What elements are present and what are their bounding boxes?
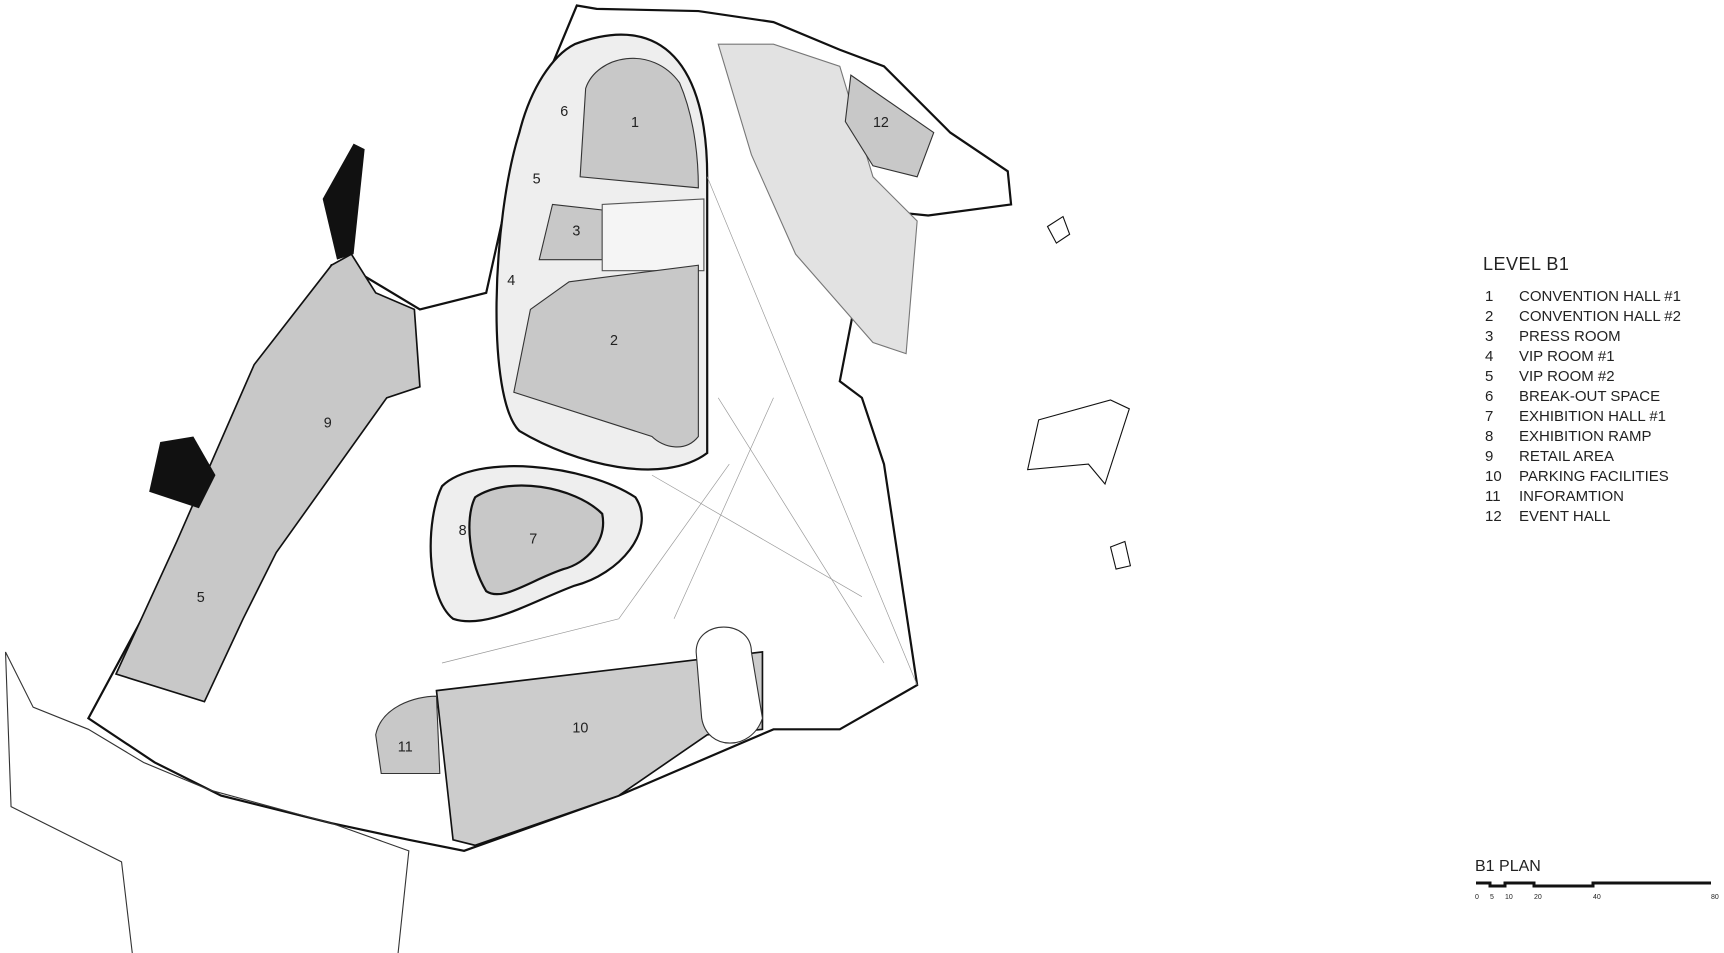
room-exhibition-hall-1 bbox=[468, 484, 605, 596]
legend-item: 1 CONVENTION HALL #1 bbox=[1483, 287, 1681, 307]
label-room-6: 6 bbox=[560, 104, 568, 120]
legend-item-number: 8 bbox=[1485, 428, 1494, 445]
legend-item-number: 9 bbox=[1485, 448, 1494, 465]
scale-title: B1 PLAN bbox=[1475, 858, 1541, 875]
legend-item-label: PRESS ROOM bbox=[1519, 328, 1621, 345]
legend-item: 6 BREAK-OUT SPACE bbox=[1483, 387, 1681, 407]
legend-item: 3 PRESS ROOM bbox=[1483, 327, 1681, 347]
legend-item-label: EXHIBITION HALL #1 bbox=[1519, 408, 1666, 425]
room-information bbox=[375, 695, 441, 775]
label-room-7: 7 bbox=[529, 532, 537, 548]
legend-item-label: EXHIBITION RAMP bbox=[1519, 428, 1652, 445]
parking-ramp-loop bbox=[695, 626, 764, 744]
label-room-2: 2 bbox=[610, 333, 618, 349]
label-room-8: 8 bbox=[459, 523, 467, 539]
scale-tick-label: 80 bbox=[1711, 894, 1719, 901]
scale-tick-label: 40 bbox=[1593, 894, 1601, 901]
legend-item-label: RETAIL AREA bbox=[1519, 448, 1615, 465]
legend-item: 5 VIP ROOM #2 bbox=[1483, 367, 1681, 387]
island-3 bbox=[1109, 540, 1132, 570]
scale-tick-label: 20 bbox=[1534, 894, 1542, 901]
label-room-5-retail: 5 bbox=[197, 590, 205, 606]
legend-item-label: INFORAMTION bbox=[1519, 488, 1624, 505]
scale-tick-label: 0 bbox=[1475, 894, 1479, 901]
south-dock bbox=[4, 651, 410, 953]
legend-item-label: VIP ROOM #1 bbox=[1519, 348, 1615, 365]
legend-item: 10 PARKING FACILITIES bbox=[1483, 467, 1681, 487]
legend-item-label: CONVENTION HALL #2 bbox=[1519, 308, 1681, 325]
legend-item: 8 EXHIBITION RAMP bbox=[1483, 427, 1681, 447]
legend-title: LEVEL B1 bbox=[1483, 254, 1570, 274]
legend-item: 12 EVENT HALL bbox=[1483, 507, 1681, 527]
label-room-10: 10 bbox=[572, 721, 588, 737]
legend-item-number: 10 bbox=[1485, 468, 1502, 485]
retail-dark-wall bbox=[322, 143, 365, 260]
legend-item-number: 6 bbox=[1485, 388, 1494, 405]
label-room-4: 4 bbox=[507, 273, 515, 289]
label-room-5: 5 bbox=[533, 171, 541, 187]
legend-item-number: 11 bbox=[1485, 488, 1501, 505]
plaza-grid bbox=[441, 176, 918, 686]
service-core bbox=[601, 198, 705, 272]
legend-item-label: PARKING FACILITIES bbox=[1519, 468, 1669, 485]
legend-item-label: CONVENTION HALL #1 bbox=[1519, 288, 1681, 305]
legend-item-number: 4 bbox=[1485, 348, 1494, 365]
room-retail-area bbox=[114, 253, 421, 703]
retail-dark-block bbox=[149, 436, 216, 509]
legend-item-number: 3 bbox=[1485, 328, 1494, 345]
label-room-3: 3 bbox=[572, 223, 580, 239]
legend-item-label: BREAK-OUT SPACE bbox=[1519, 388, 1661, 405]
legend-item-number: 1 bbox=[1485, 288, 1494, 305]
legend-item: 11 INFORAMTION bbox=[1483, 487, 1681, 507]
legend-item-number: 2 bbox=[1485, 308, 1494, 325]
legend-item-number: 5 bbox=[1485, 368, 1494, 385]
scale-bar: B1 PLAN 0 5 10 20 40 80 bbox=[1475, 858, 1724, 906]
label-room-9: 9 bbox=[324, 416, 332, 432]
label-room-11: 11 bbox=[398, 739, 413, 755]
room-convention-hall-1 bbox=[579, 57, 699, 189]
legend-item-number: 7 bbox=[1485, 408, 1494, 425]
room-event-hall bbox=[844, 74, 935, 178]
legend-item: 2 CONVENTION HALL #2 bbox=[1483, 307, 1681, 327]
scale-tick-label: 10 bbox=[1505, 894, 1513, 901]
label-room-12: 12 bbox=[873, 115, 889, 131]
legend-item: 7 EXHIBITION HALL #1 bbox=[1483, 407, 1681, 427]
legend-item: 4 VIP ROOM #1 bbox=[1483, 347, 1681, 367]
legend-item-label: EVENT HALL bbox=[1519, 508, 1611, 525]
legend-item: 9 RETAIL AREA bbox=[1483, 447, 1681, 467]
landscape-band bbox=[717, 43, 918, 355]
scale-tick-label: 5 bbox=[1490, 894, 1494, 901]
legend: LEVEL B1 1 CONVENTION HALL #1 2 CONVENTION … bbox=[1483, 254, 1681, 527]
scale-ticks: 0 5 10 20 40 80 bbox=[1475, 894, 1724, 906]
label-room-1: 1 bbox=[631, 115, 639, 131]
legend-item-number: 12 bbox=[1485, 508, 1502, 525]
island-1 bbox=[1046, 215, 1071, 244]
room-convention-hall-2 bbox=[513, 264, 699, 448]
room-parking-facilities bbox=[435, 651, 764, 847]
island-2 bbox=[1026, 399, 1130, 486]
scale-bar-graphic bbox=[1476, 881, 1711, 888]
legend-item-label: VIP ROOM #2 bbox=[1519, 368, 1615, 385]
